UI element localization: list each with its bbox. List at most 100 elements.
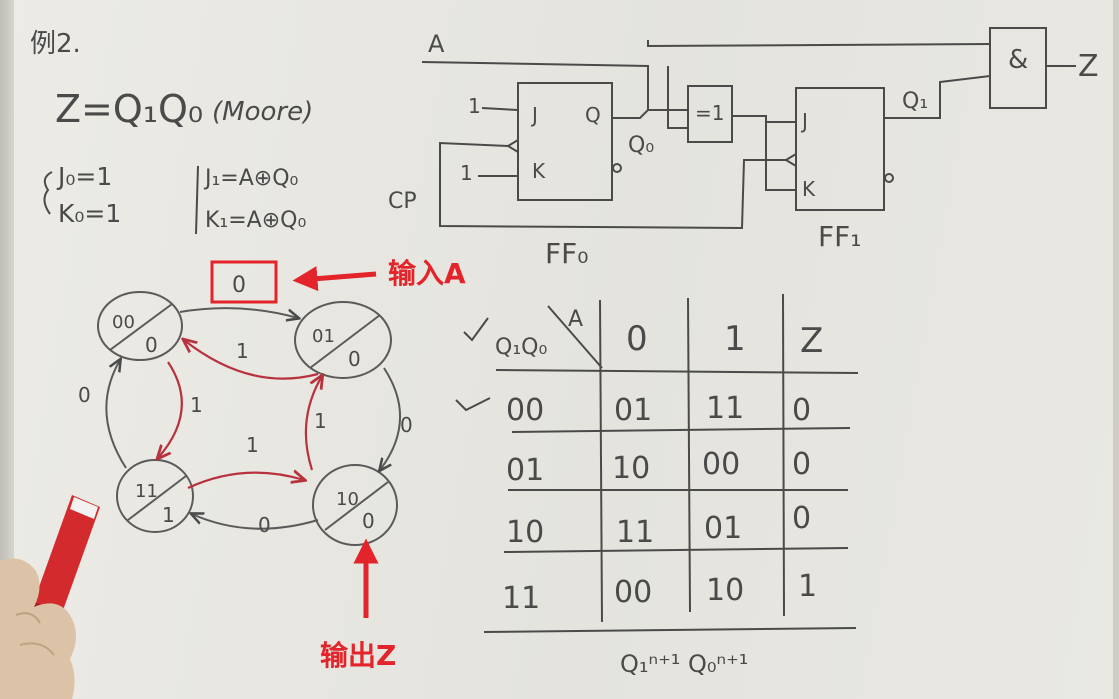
check-mark-1 <box>463 317 489 342</box>
ff1-clock-pin <box>784 153 797 167</box>
table-header-a0: 0 <box>626 319 648 359</box>
wire-ff0-j <box>481 107 519 111</box>
output-equation: Z=Q₁Q₀ <box>55 87 203 131</box>
edge-10-01 <box>304 376 322 471</box>
board-frame-left <box>0 0 14 699</box>
ff0-qbar-bubble <box>612 163 622 173</box>
hand <box>0 558 76 699</box>
table-row3-z: 0 <box>792 501 811 536</box>
table-corner-row: Q₁Q₀ <box>495 335 547 360</box>
table-hline-1 <box>495 369 859 374</box>
wire-a-to-xor <box>421 61 688 111</box>
table-vline-2 <box>687 297 691 613</box>
state-00: 00 0 <box>97 291 183 361</box>
output-z-label: Z <box>1078 49 1099 84</box>
wire-q0-to-xor <box>667 66 688 129</box>
xor-gate <box>687 85 733 143</box>
edge-10-11-label: 0 <box>258 513 271 537</box>
state-table: Q₁Q₀ A 0 1 Z 00 01 11 0 01 10 00 0 <box>455 293 859 678</box>
table-corner-diagonal <box>547 305 603 369</box>
state-diagram: 00 0 01 0 11 1 10 0 <box>78 291 413 546</box>
ff0-k-input: 1 <box>460 161 473 185</box>
table-row2-a0: 10 <box>612 451 650 486</box>
table-row4-state: 11 <box>502 581 540 616</box>
state-01-code: 01 <box>312 326 335 347</box>
wire-clk-ff0 <box>439 141 509 220</box>
input-highlight-box <box>210 260 278 304</box>
eq-j0: J₀=1 <box>56 162 112 191</box>
state-11-code: 11 <box>135 481 158 502</box>
ff1-k-pin: K <box>802 177 816 201</box>
edge-01-00 <box>184 340 319 380</box>
edge-11-00 <box>105 360 127 469</box>
table-row1-a1: 11 <box>706 391 744 426</box>
ff0-k-pin: K <box>532 159 546 183</box>
ff1-box <box>795 87 885 211</box>
ff0-name: FF₀ <box>545 237 588 270</box>
state-10-output: 0 <box>362 509 375 533</box>
ff1-qbar-bubble <box>884 173 894 183</box>
state-11-output: 1 <box>162 503 175 527</box>
state-01: 01 0 <box>294 301 392 379</box>
edge-00-11-label: 1 <box>190 393 203 417</box>
ff1-name: FF₁ <box>818 220 861 253</box>
table-row4-z: 1 <box>798 569 817 604</box>
ff0-clock-pin <box>506 139 519 153</box>
wire-xor-to-k1 <box>765 116 796 191</box>
clock-label: CP <box>388 189 417 214</box>
edge-00-01 <box>179 307 298 318</box>
table-header-z: Z <box>800 321 823 361</box>
table-hline-5 <box>483 627 857 633</box>
edge-11-00-label: 0 <box>78 383 91 407</box>
table-hline-2 <box>511 427 851 433</box>
ff0-box <box>517 82 613 201</box>
state-01-output: 0 <box>348 347 361 371</box>
state-00-output: 0 <box>145 333 158 357</box>
board-frame-right <box>1113 0 1119 699</box>
and-gate <box>989 27 1047 109</box>
table-hline-4 <box>503 547 849 553</box>
table-row4-a0: 00 <box>614 575 652 610</box>
wire-clk-ff1 <box>439 159 788 230</box>
state-10-code: 10 <box>336 489 359 510</box>
logic-circuit: A J K Q 1 1 Q₀ FF₀ CP =1 <box>388 27 1099 270</box>
table-row2-z: 0 <box>792 447 811 482</box>
xor-gate-label: =1 <box>695 101 724 125</box>
hand-with-marker <box>0 495 100 699</box>
heading: 例2. Z=Q₁Q₀ (Moore) <box>30 29 313 131</box>
input-a-label: A <box>428 30 445 58</box>
table-corner-col: A <box>568 307 583 332</box>
edge-11-10 <box>187 473 304 489</box>
table-row3-a0: 11 <box>616 515 654 550</box>
edge-10-11 <box>192 514 319 530</box>
wire-q1-to-and <box>884 75 991 119</box>
table-row1-z: 0 <box>792 393 811 428</box>
input-box-value: 0 <box>232 273 246 298</box>
eq-k1: K₁=A⊕Q₀ <box>205 208 306 233</box>
check-mark-2 <box>455 397 491 412</box>
edge-01-00-label: 1 <box>236 339 249 363</box>
annotations: 0 输入A 输出Z <box>210 257 466 672</box>
table-footer-next-state: Q₁ⁿ⁺¹ Q₀ⁿ⁺¹ <box>620 650 748 678</box>
ff0-q-output: Q₀ <box>628 133 654 158</box>
and-gate-label: & <box>1008 45 1028 75</box>
table-row4-a1: 10 <box>706 573 744 608</box>
table-vline-1 <box>599 299 603 623</box>
state-11: 11 1 <box>116 459 194 533</box>
wire-ff0-q <box>612 109 649 119</box>
ff0-j-pin: J <box>530 103 538 127</box>
eq-k0: K₀=1 <box>58 199 121 228</box>
wire-q0-to-and <box>647 40 991 48</box>
table-row3-a1: 01 <box>704 511 742 546</box>
state-00-code: 00 <box>112 312 135 333</box>
edge-01-10 <box>380 367 402 470</box>
edge-00-11 <box>158 361 183 458</box>
ff0-j-input: 1 <box>468 94 481 118</box>
table-row1-a0: 01 <box>614 393 652 428</box>
state-10: 10 0 <box>312 464 398 546</box>
table-row1-state: 00 <box>506 393 544 428</box>
edge-01-10-label: 0 <box>400 413 413 437</box>
table-row2-a1: 00 <box>702 447 740 482</box>
